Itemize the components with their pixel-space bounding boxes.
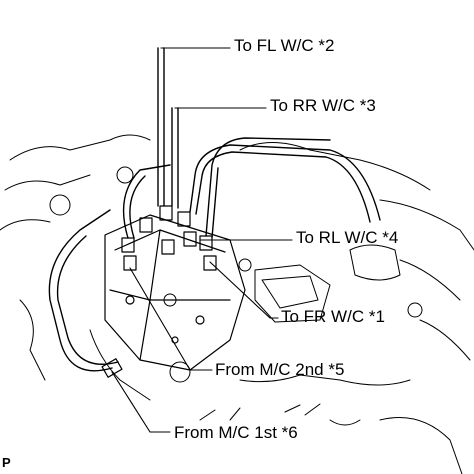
leader-lines (111, 47, 293, 433)
callout-from-mc-1st: From M/C 1st *6 (174, 423, 298, 442)
page-marker: P (2, 455, 11, 470)
callout-to-fl-wc: To FL W/C *2 (234, 36, 335, 55)
callout-to-fr-wc: To FR W/C *1 (281, 307, 385, 326)
brake-line-fittings (101, 205, 217, 378)
callout-from-mc-2nd: From M/C 2nd *5 (215, 360, 345, 379)
engine-bay-background (0, 134, 474, 474)
callout-to-rl-wc: To RL W/C *4 (296, 228, 399, 247)
callout-to-rr-wc: To RR W/C *3 (270, 96, 376, 115)
actuator-housing (104, 214, 246, 371)
brake-lines (48, 47, 381, 372)
